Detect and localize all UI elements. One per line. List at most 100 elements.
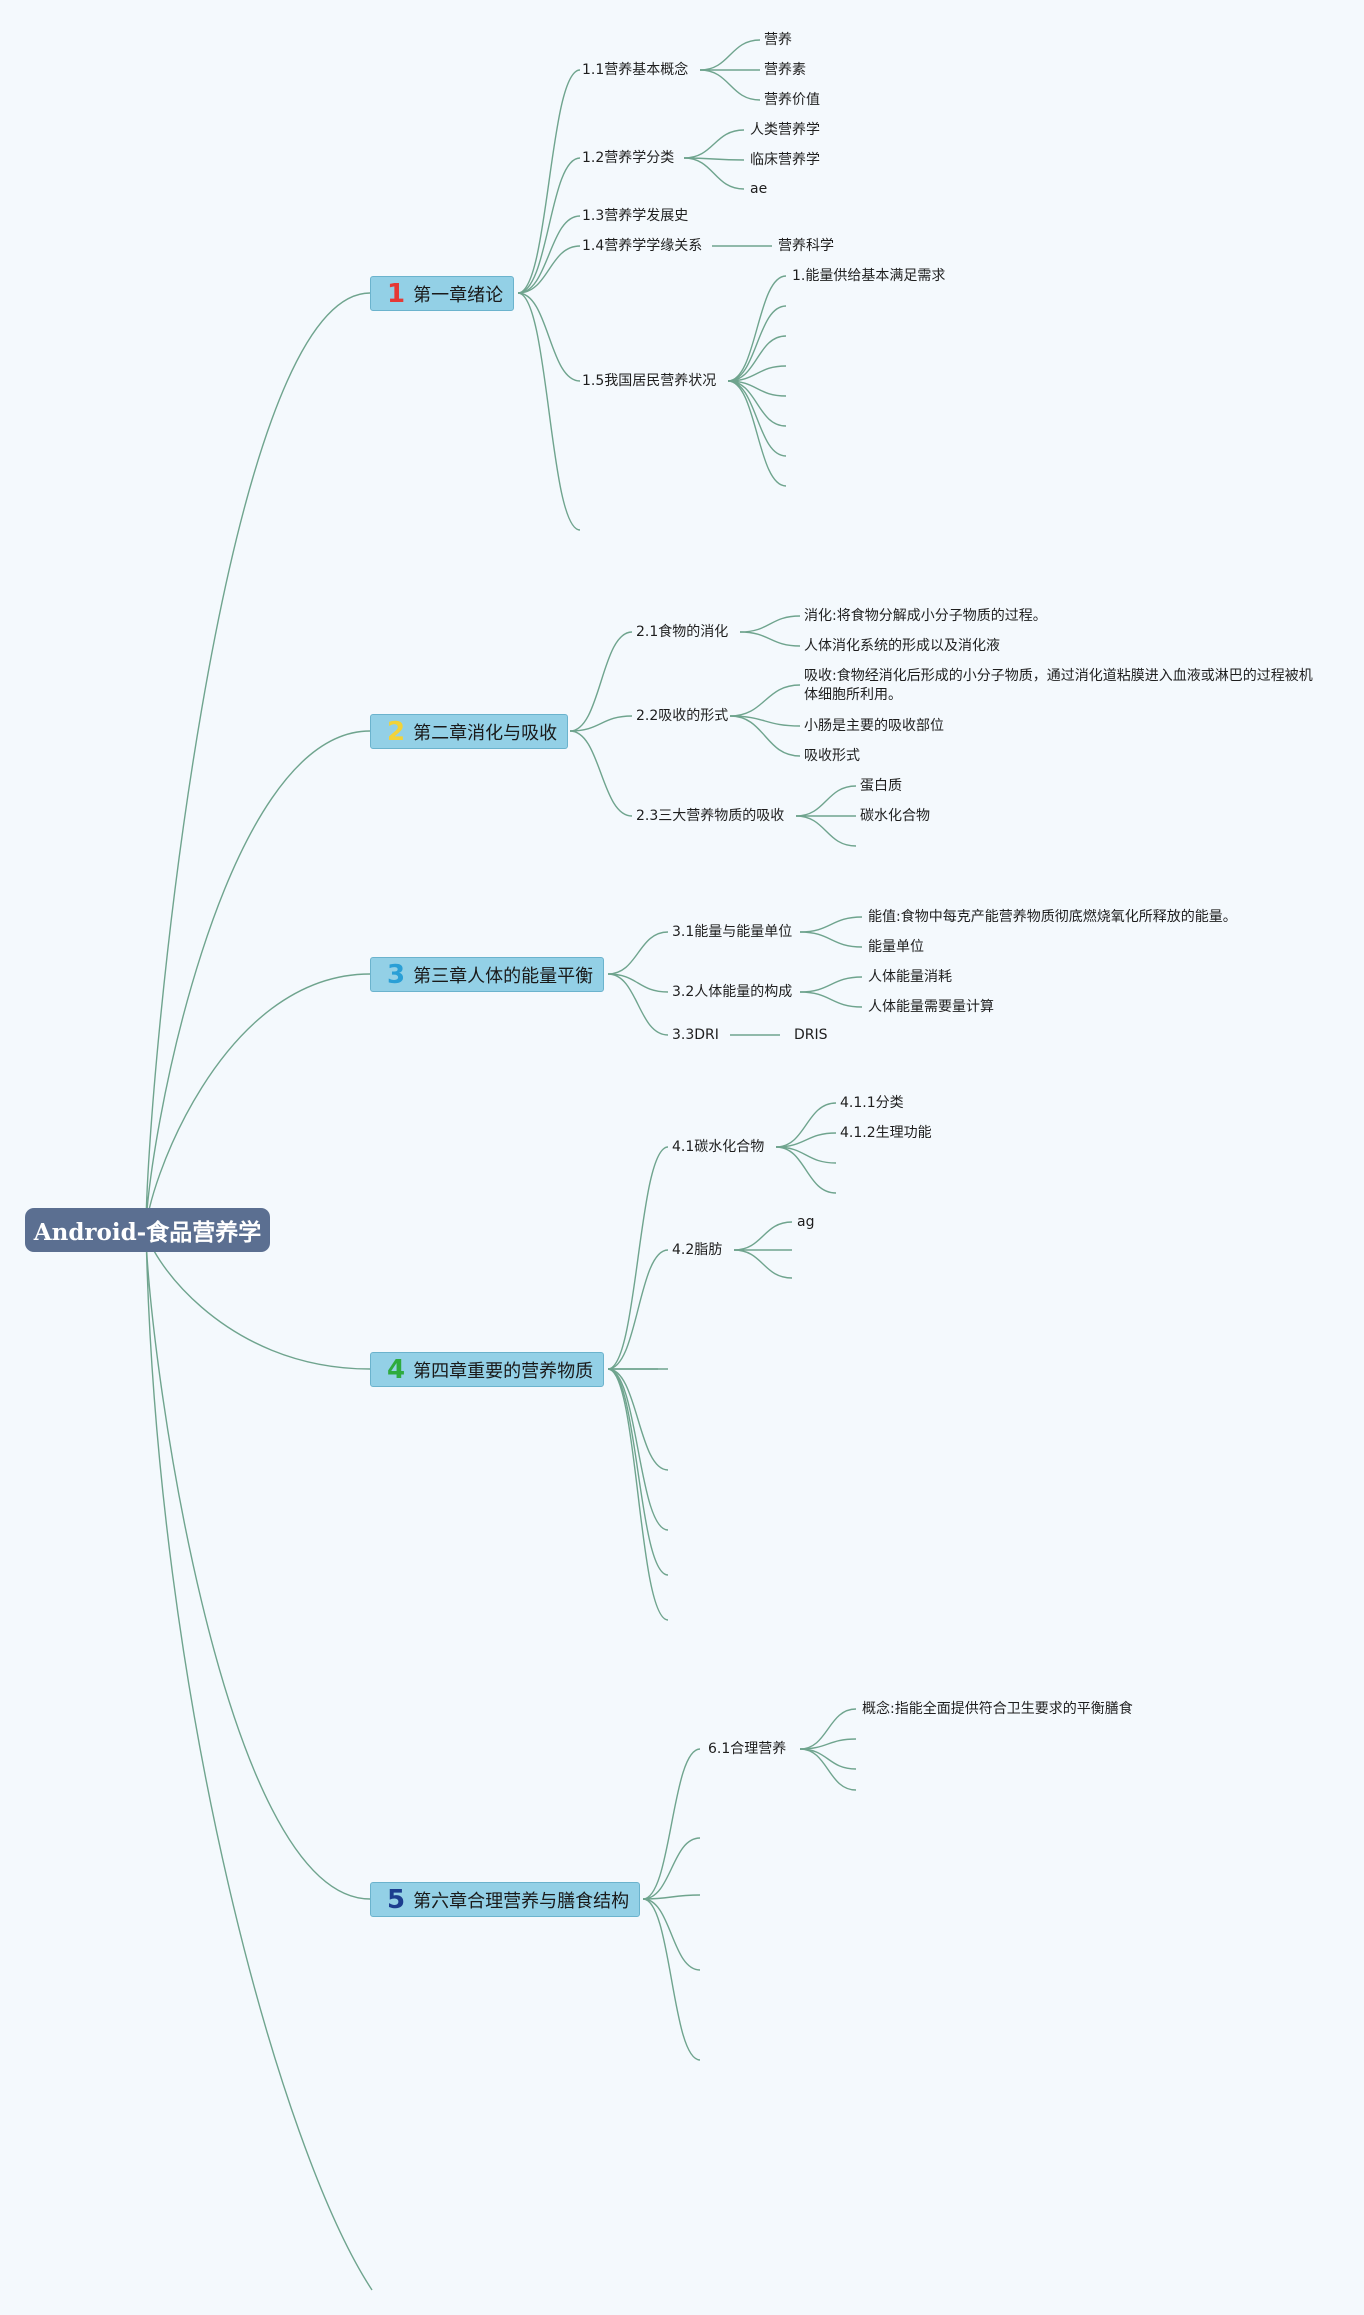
topic-3-3[interactable]: 3.3DRI (672, 1027, 719, 1043)
topic-4-1-1[interactable]: 4.1.1分类 (840, 1095, 904, 1111)
topic-1-4[interactable]: 1.4营养学学缘关系 (582, 238, 703, 254)
chapter-3-connector (607, 973, 669, 1036)
chapter-3-label: 第三章人体的能量平衡 (413, 965, 594, 987)
chapter-1-connector (517, 292, 581, 531)
topic-6-1[interactable]: 6.1合理营养 (708, 1741, 787, 1757)
chapter-6-label: 第六章合理营养与膳食结构 (413, 1890, 630, 1912)
chapter-4-connector (607, 1249, 669, 1370)
connector (799, 1748, 857, 1770)
chapter-6-connector (642, 1898, 701, 1971)
connector (733, 1249, 793, 1279)
topic-1-3[interactable]: 1.3营养学发展史 (582, 208, 689, 224)
connector (727, 380, 787, 487)
chapter-3-topic[interactable]: 3 第三章人体的能量平衡 (370, 957, 605, 992)
chapter-6-connector (642, 1894, 701, 1900)
connector (799, 976, 863, 993)
topic-3-1-1[interactable]: 能值:食物中每克产能营养物质彻底燃烧氧化所释放的能量。 (868, 909, 1237, 925)
topic-1-2[interactable]: 1.2营养学分类 (582, 150, 675, 166)
chapter-4-connector (607, 1368, 669, 1621)
topic-1-1[interactable]: 1.1营养基本概念 (582, 62, 689, 78)
chapter-1-connector (517, 69, 581, 294)
topic-3-1[interactable]: 3.1能量与能量单位 (672, 924, 793, 940)
connector (739, 631, 801, 647)
connector (699, 69, 761, 101)
root-connector (145, 973, 371, 1231)
chapter-1-label: 第一章绪论 (413, 284, 504, 306)
topic-1-2-1[interactable]: 人类营养学 (750, 122, 820, 138)
chapter-2-label: 第二章消化与吸收 (413, 722, 558, 744)
topic-1-5[interactable]: 1.5我国居民营养状况 (582, 373, 717, 389)
connector (727, 380, 787, 427)
connector (739, 615, 801, 633)
connector (727, 275, 787, 382)
topic-2-1-1[interactable]: 消化:将食物分解成小分子物质的过程。 (804, 608, 1047, 624)
connector (683, 129, 745, 159)
topic-2-2-3[interactable]: 吸收形式 (804, 748, 860, 764)
connector (775, 1146, 837, 1164)
chapter-6-connector (642, 1748, 701, 1900)
topic-4-2-1[interactable]: ag (797, 1214, 815, 1230)
topic-2-1[interactable]: 2.1食物的消化 (636, 624, 729, 640)
connector (775, 1102, 837, 1148)
topic-1-2-3[interactable]: ae (750, 181, 768, 197)
connector (795, 815, 857, 847)
connector (729, 684, 801, 717)
chapter-4-connector (607, 1368, 669, 1576)
topic-1-2-2[interactable]: 临床营养学 (750, 152, 820, 168)
chapter-4-number-icon: 4 (387, 1354, 406, 1385)
connector (775, 1146, 837, 1194)
topic-3-2-1[interactable]: 人体能量消耗 (868, 969, 952, 985)
topic-1-1-1[interactable]: 营养 (764, 32, 792, 48)
topic-4-1-2[interactable]: 4.1.2生理功能 (840, 1125, 932, 1141)
topic-3-2[interactable]: 3.2人体能量的构成 (672, 984, 793, 1000)
chapter-1-connector (517, 245, 581, 294)
chapter-6-topic[interactable]: 5 第六章合理营养与膳食结构 (370, 1882, 641, 1917)
root-topic[interactable]: Android-食品营养学 (25, 1208, 270, 1252)
connector (799, 1708, 857, 1750)
root-connector (145, 292, 371, 1231)
topic-2-2-2[interactable]: 小肠是主要的吸收部位 (804, 718, 944, 734)
connector (683, 157, 745, 190)
topic-2-2-1[interactable]: 吸收:食物经消化后形成的小分子物质，通过消化道粘膜进入血液或淋巴的过程被机体细胞… (804, 668, 1313, 703)
topic-2-1-2[interactable]: 人体消化系统的形成以及消化液 (804, 638, 1000, 654)
connector (795, 785, 857, 817)
connector (729, 715, 801, 757)
topic-3-3-1[interactable]: DRIS (794, 1027, 828, 1043)
connector (727, 335, 787, 382)
chapter-2-connector (569, 730, 633, 817)
chapter-4-connector (607, 1146, 669, 1370)
connector (799, 1738, 857, 1750)
chapter-2-topic[interactable]: 2 第二章消化与吸收 (370, 714, 569, 749)
chapter-4-label: 第四章重要的营养物质 (413, 1360, 594, 1382)
chapter-2-connector (569, 715, 633, 732)
topic-4-2[interactable]: 4.2脂肪 (672, 1242, 723, 1258)
topic-3-1-2[interactable]: 能量单位 (868, 939, 924, 955)
topic-2-3-2[interactable]: 碳水化合物 (860, 808, 930, 824)
topic-2-3-1[interactable]: 蛋白质 (860, 778, 902, 794)
chapter-1-number-icon: 1 (387, 278, 406, 309)
topic-3-2-2[interactable]: 人体能量需要量计算 (868, 999, 994, 1015)
connector (733, 1221, 793, 1251)
topic-1-1-2[interactable]: 营养素 (764, 62, 806, 78)
topic-2-2[interactable]: 2.2吸收的形式 (636, 708, 729, 724)
connector (775, 1132, 837, 1148)
topic-2-3[interactable]: 2.3三大营养物质的吸收 (636, 808, 785, 824)
connector (799, 991, 863, 1008)
topic-1-4-1[interactable]: 营养科学 (778, 238, 834, 254)
topic-1-5-1[interactable]: 1.能量供给基本满足需求 (792, 268, 946, 284)
chapter-1-topic[interactable]: 1 第一章绪论 (370, 276, 515, 311)
connector (727, 365, 787, 382)
connector (699, 39, 761, 71)
chapter-1-connector (517, 215, 581, 294)
root-connector (145, 1229, 373, 2291)
topic-6-1-1[interactable]: 概念:指能全面提供符合卫生要求的平衡膳食 (862, 1701, 1133, 1717)
connector (727, 305, 787, 382)
topic-4-1[interactable]: 4.1碳水化合物 (672, 1139, 765, 1155)
topic-1-1-3[interactable]: 营养价值 (764, 92, 820, 108)
chapter-4-connector (607, 1368, 669, 1471)
chapter-4-topic[interactable]: 4 第四章重要的营养物质 (370, 1352, 605, 1387)
connector (799, 1748, 857, 1791)
root-connector (145, 730, 371, 1231)
